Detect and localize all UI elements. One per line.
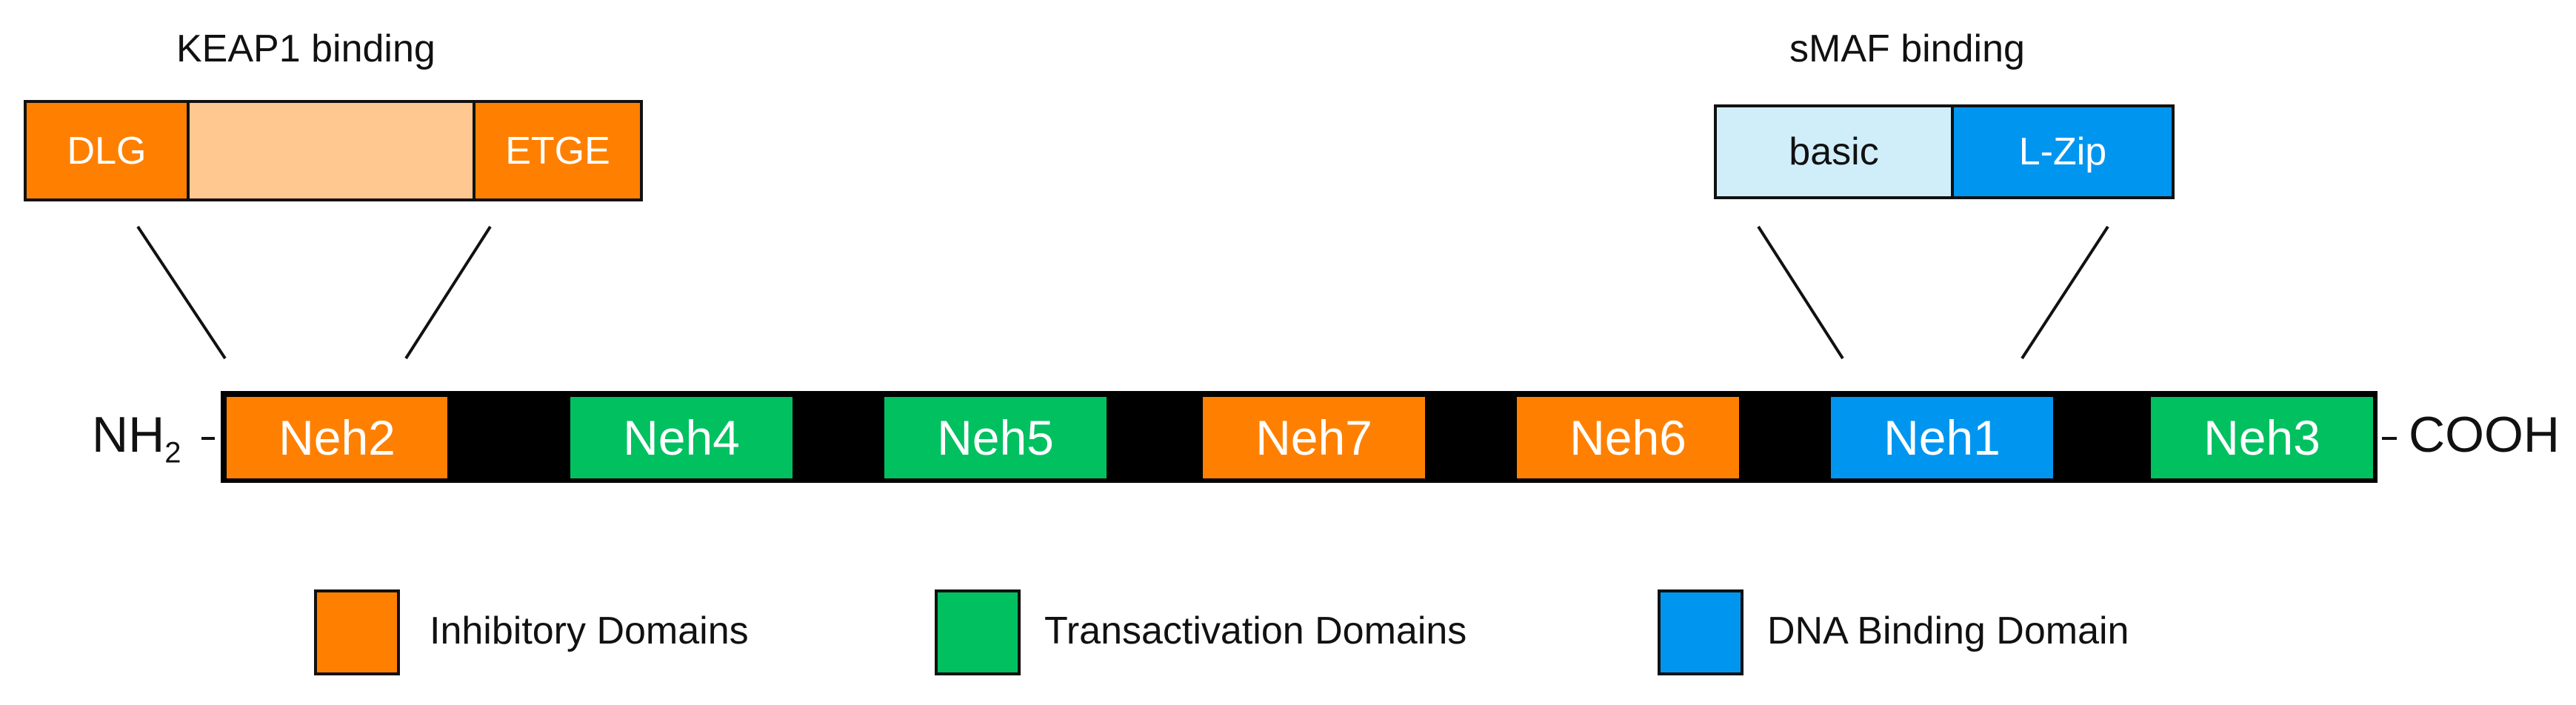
lzip-region: L-Zip — [1951, 104, 2175, 199]
legend-swatch-transactivation — [935, 589, 1021, 675]
lzip-label: L-Zip — [2018, 130, 2107, 173]
dlg-motif: DLG — [24, 100, 190, 201]
n-terminus-label: NH2 — [92, 406, 181, 470]
basic-region: basic — [1714, 104, 1954, 199]
domain-neh2: Neh2 — [227, 397, 447, 478]
legend-label: DNA Binding Domain — [1767, 609, 2129, 652]
domain-label: Neh7 — [1255, 410, 1372, 465]
domain-neh1: Neh1 — [1831, 397, 2053, 478]
legend-label: Inhibitory Domains — [430, 609, 749, 652]
basic-label: basic — [1789, 130, 1879, 173]
domain-neh4: Neh4 — [570, 397, 793, 478]
domain-label: Neh1 — [1883, 410, 2001, 465]
dlg-label: DLG — [67, 129, 147, 173]
legend-swatch-dna-binding — [1658, 589, 1744, 675]
domain-neh7: Neh7 — [1203, 397, 1425, 478]
domain-label: Neh6 — [1569, 410, 1686, 465]
n-terminus-subscript: 2 — [164, 436, 181, 470]
etge-label: ETGE — [505, 129, 610, 173]
keap1-binding-title: KEAP1 binding — [176, 27, 436, 70]
domain-label: Neh5 — [937, 410, 1054, 465]
domain-label: Neh2 — [278, 410, 396, 465]
domain-neh3: Neh3 — [2151, 397, 2373, 478]
domain-neh5: Neh5 — [884, 397, 1107, 478]
domain-neh6: Neh6 — [1517, 397, 1739, 478]
smaf-binding-title: sMAF binding — [1789, 27, 2025, 70]
n-terminus-text: NH — [92, 407, 165, 463]
keap1-connector-left — [136, 225, 227, 360]
c-terminus-label: COOH — [2409, 407, 2560, 463]
etge-motif: ETGE — [473, 100, 643, 201]
domain-label: Neh4 — [623, 410, 740, 465]
legend-label: Transactivation Domains — [1044, 609, 1467, 652]
keap1-connector-right — [404, 225, 492, 360]
legend-swatch-inhibitory — [314, 589, 400, 675]
smaf-connector-left — [1757, 225, 1844, 360]
smaf-connector-right — [2021, 225, 2109, 360]
domain-label: Neh3 — [2203, 410, 2320, 465]
